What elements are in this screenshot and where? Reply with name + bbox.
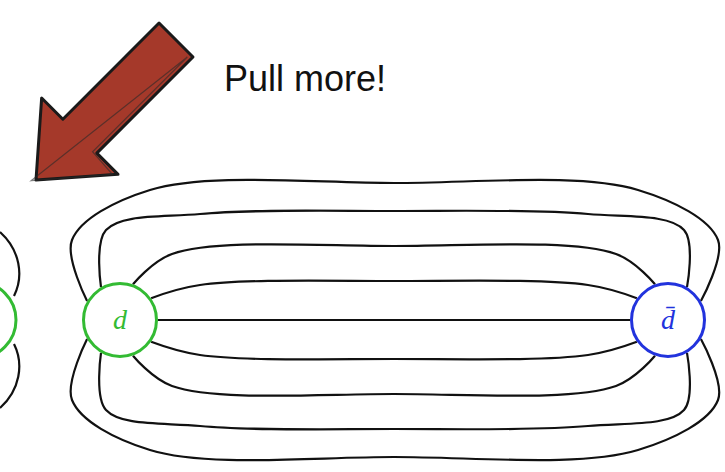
field-line [133,356,655,396]
quark-circle: d [82,282,158,358]
field-line [151,342,637,360]
field-line [99,211,690,287]
field-line [151,281,637,299]
field-line [133,244,655,284]
field-line [0,344,19,408]
pointer-arrow [0,2,214,221]
quark-label: d̄ [661,306,675,334]
field-line [71,339,720,460]
field-line [71,180,720,301]
field-line [0,232,19,296]
circle-outline [630,282,706,358]
field-line [99,353,690,429]
circle-outline [82,282,158,358]
field-line [158,319,630,321]
quark-circle: d̄ [630,282,706,358]
quark-label: d [113,306,127,334]
partial-quark [0,282,16,358]
note-label: Pull more! [224,58,386,100]
